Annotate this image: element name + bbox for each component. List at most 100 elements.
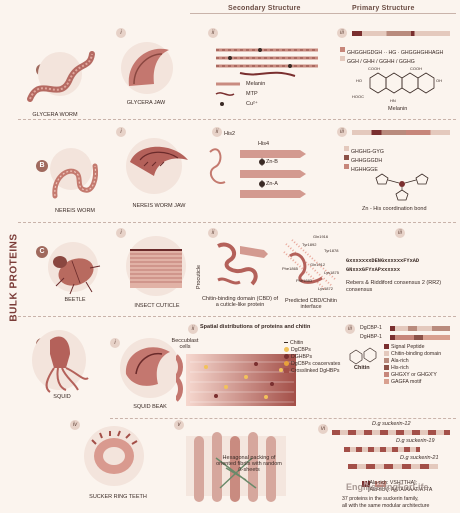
row-e-iv-marker: iv [70, 420, 80, 430]
legend-crosslinked: Crosslinked DgHBPs [284, 368, 344, 375]
row-b-letter: B [36, 160, 48, 172]
copper-legend: Cu²⁺ [246, 101, 258, 107]
side-label: BULK PROTEINS [8, 233, 20, 322]
dghbp1-label: DgHBP-1 [360, 334, 382, 340]
melanin-mtp-network [215, 48, 318, 106]
row-a-ii-marker: ii [208, 28, 218, 38]
zinc-histidine-structure [209, 148, 306, 198]
suckerin-12-bar [332, 430, 450, 435]
residue-tyr1892: Tyr1892 [302, 242, 317, 247]
glycera-worm-label: GLYCERA WORM [32, 112, 78, 118]
suckerin-12-label: D.g suckerin-12 [372, 421, 411, 427]
domain-chitin-binding: Chitin-binding domain [384, 351, 456, 358]
melanin-legend: Melanin [246, 81, 266, 87]
mtp-legend: MTP [246, 91, 258, 97]
squid-beak-illustration [120, 338, 180, 398]
domain-ghgxy: GHGXY or GHGX′Y [384, 372, 456, 379]
residue-phe1883: Phe1883 [296, 278, 313, 283]
divider-c-d [18, 316, 456, 317]
rr2-consensus-line-1: GxxxxxxxDENGxxxxxxFYxAD [346, 258, 420, 264]
glycera-worm-illustration [27, 51, 95, 102]
domain-legend: Signal Peptide Chitin-binding domain Ala… [384, 344, 456, 386]
residue-phe1865: Phe1865 [282, 266, 299, 271]
suckerin-19-label: D.g suckerin-19 [396, 438, 435, 444]
glycera-motif-line-1: GHGGHGDGH ·· HG · GHGGHGHHAGH [340, 41, 443, 59]
melanin-caption: Melanin [388, 106, 408, 112]
insect-cuticle-label: INSECT CUTICLE [134, 303, 180, 309]
dgcbp1-label: DgCBP-1 [360, 325, 382, 331]
glycera-motif-line-2: GGH / GHH / GGHH / GGHG [340, 50, 415, 68]
domain-ala-rich: Ala-rich [384, 358, 456, 365]
module-tags: M M2 [362, 472, 386, 490]
cbd-chitin-interface [283, 239, 337, 291]
nereis-worm-label: NEREIS WORM [54, 208, 96, 214]
row-a-iii-marker: iii [337, 28, 347, 38]
suckerin-note-3: 37 proteins in the suckerin family, [342, 496, 419, 502]
chem-label-oh: OH [436, 78, 442, 83]
glycera-sequence-bar [352, 31, 450, 36]
sucker-ring-teeth-illustration [84, 426, 144, 486]
secondary-structure-header: Secondary Structure [228, 5, 301, 12]
row-d-ii-marker: ii [188, 324, 198, 334]
chem-label-ho: HO [356, 78, 362, 83]
header-rule [190, 13, 456, 14]
row-b-ii-marker: ii [212, 127, 222, 137]
row-c-letter: C [36, 246, 48, 258]
zn-b-label: Zn-B [266, 159, 278, 165]
procuticle-label-wrap: Procuticle [193, 258, 203, 298]
divider-a-b [18, 119, 456, 120]
spatial-distribution-title: Spatial distributions of proteins and ch… [200, 324, 311, 330]
divider-b-c [18, 222, 456, 223]
sucker-ring-teeth-label: SUCKER RING TEETH [89, 494, 147, 500]
domain-signal-peptide: Signal Peptide [384, 344, 456, 351]
legend-dgcbps: DgCBPs [284, 347, 344, 354]
procuticle-label: Procuticle [196, 264, 202, 290]
rr2-caption: Rebers & Riddiford consensus 2 (RR2) con… [346, 280, 442, 293]
chem-label-hooc: HOOC [352, 94, 364, 99]
nereis-motif-line-2: GHHGGGDH [344, 149, 382, 167]
beetle-illustration [53, 256, 101, 295]
beak-gradient-illustration [176, 354, 296, 406]
module-tag-m2: M2 [374, 481, 386, 487]
residue-lys1875: Lys1875 [324, 270, 339, 275]
insect-cuticle-illustration [126, 236, 186, 296]
chem-label-hn: HN [390, 98, 396, 103]
squid-illustration [45, 336, 89, 393]
nereis-worm-illustration [52, 163, 98, 199]
row-d-i-marker: i [110, 338, 120, 348]
nereis-sequence-bar [352, 130, 450, 135]
module-tag-m: M [362, 481, 371, 487]
primary-structure-header: Primary Structure [352, 5, 415, 12]
legend-chitin: Chitin [284, 340, 344, 347]
zn-his-caption: Zn - His coordination bond [362, 206, 427, 212]
legend-coacervates: DgCBPs coacervates [284, 361, 344, 368]
chitin-structure [349, 347, 377, 365]
beetle-label: BEETLE [64, 297, 86, 303]
chem-label-cooh-2: COOH [410, 66, 422, 71]
chitin-structure-label: Chitin [354, 365, 370, 371]
suckerin-note-2: [Ala-rich]: AATA/AAAT/ATTA [368, 487, 433, 493]
squid-label: SQUID [53, 394, 71, 400]
row-a-i-marker: i [116, 28, 126, 38]
watermark: EngineeringForLife [346, 482, 429, 492]
divider-d-e [110, 418, 456, 419]
row-c-iii-marker: iii [395, 228, 405, 238]
suckerin-21-bar [348, 464, 438, 469]
interface-caption: Predicted CBD/Chitin interface [285, 298, 337, 310]
residue-gln1916: Gln1916 [313, 234, 329, 239]
suckerin-note-4: all with the same modular architecture [342, 503, 430, 509]
row-c-i-marker: i [116, 228, 126, 238]
zn-a-label: Zn-A [266, 181, 278, 187]
rr2-consensus-line-2: GNxxxGFYxAPxxxxxx [346, 267, 401, 273]
residue-tyr1878: Tyr1878 [324, 248, 339, 253]
suckerin-19-bar [344, 447, 420, 452]
squid-legend: Chitin DgCBPs DGHBPs DgCBPs coacervates … [284, 340, 344, 375]
suckerin-21-label: D.g suckerin-21 [400, 455, 439, 461]
his4-label: His4 [258, 141, 270, 147]
melanin-structure: COOH COOH HOOC HO OH HN [352, 66, 442, 103]
residue-gln1912: Gln1912 [310, 262, 326, 267]
beccublast-label: Beccublast cells [171, 338, 199, 350]
row-e-v-marker: v [174, 420, 184, 430]
nereis-jaw-label: NEREIS WORM JAW [132, 203, 186, 209]
glycera-jaw-label: GLYCERA JAW [126, 100, 166, 106]
